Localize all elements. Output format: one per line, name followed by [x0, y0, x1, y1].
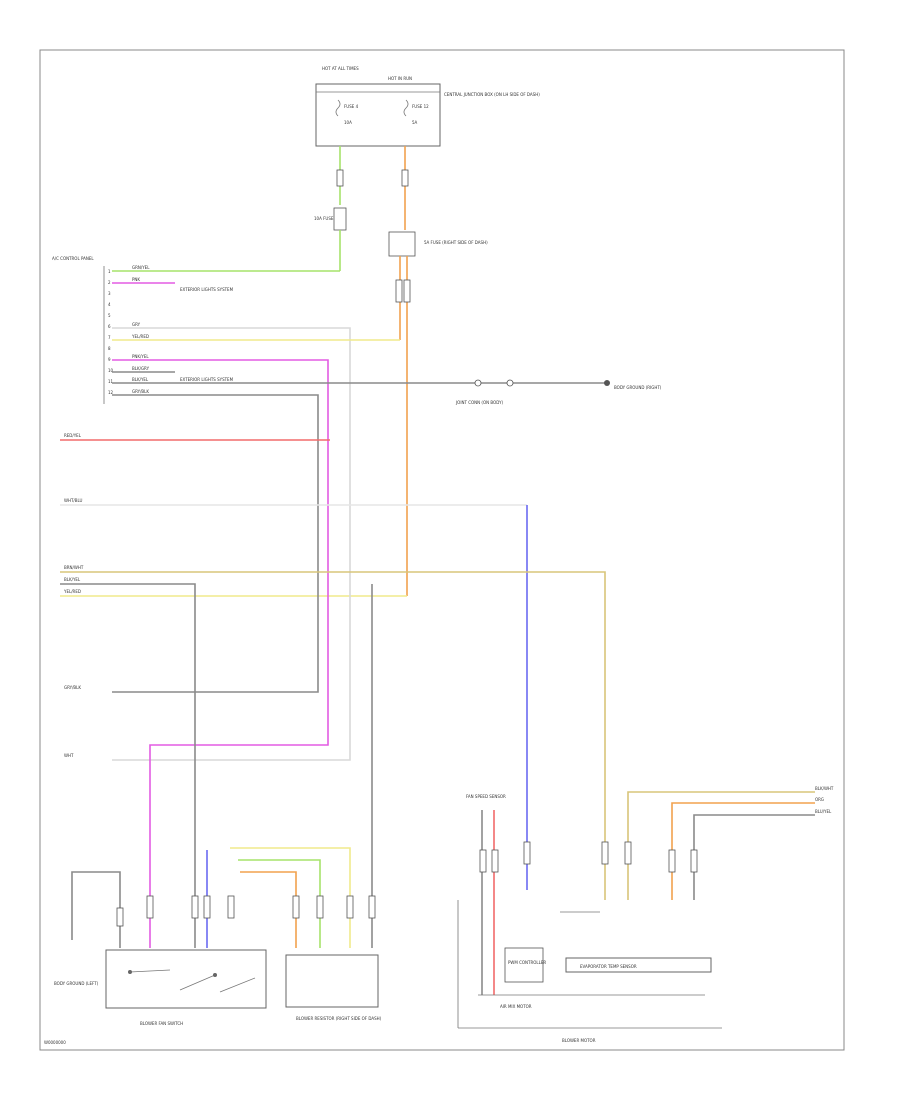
svg-text:6: 6 [108, 324, 111, 329]
wire-blk-wht-label: BLK/WHT [815, 786, 834, 791]
wire-tan [60, 571, 606, 900]
wire-orange-switch [240, 871, 297, 948]
wire-blk-yel2-label: BLK/YEL [64, 577, 81, 582]
exterior-lights-2: EXTERIOR LIGHTS SYSTEM [180, 377, 234, 382]
footer-code: W0000000 [44, 1040, 66, 1045]
fuse-10a-box [333, 207, 347, 231]
wire-yellow-switch [230, 847, 351, 948]
wire-org-label: ORG [815, 797, 824, 802]
svg-text:8: 8 [108, 346, 111, 351]
wire-green-switch [238, 859, 321, 948]
fuse-left-amp: 10A [344, 120, 352, 125]
evap-temp-label: EVAPORATOR TEMP SENSOR [580, 964, 637, 969]
fuse-left-label: FUSE 4 [344, 104, 359, 109]
wire-magenta [112, 359, 329, 948]
joint-connector-2 [506, 379, 514, 387]
wire-gray-light [112, 327, 351, 761]
wire-green-label: GRN/YEL [132, 265, 150, 270]
fuse-5a-box [388, 231, 416, 257]
svg-text:1: 1 [108, 269, 111, 274]
wire-blk-yel-label: BLK/YEL [132, 377, 149, 382]
fuse-right-label: FUSE 12 [412, 104, 429, 109]
svg-text:7: 7 [108, 335, 111, 340]
wire-green: 10A FUSE GRN/YEL [112, 146, 347, 272]
wire-red-label: RED/YEL [64, 433, 82, 438]
wire-gray-right [693, 814, 815, 900]
wire-yel-red-label: YEL/RED [131, 334, 149, 339]
svg-text:11: 11 [108, 379, 114, 384]
blower-motor-group-label: BLOWER MOTOR [562, 1038, 596, 1043]
fuse-5a-label: 5A FUSE (RIGHT SIDE OF DASH) [424, 240, 488, 245]
wire-gray-vert [60, 583, 196, 948]
ac-control-panel-label: A/C CONTROL PANEL [52, 256, 94, 261]
svg-text:4: 4 [108, 302, 111, 307]
wire-pnk-yel-label: PNK/YEL [132, 354, 149, 359]
blower-resistor-label: BLOWER RESISTOR (RIGHT SIDE OF DASH) [296, 1016, 382, 1021]
exterior-lights-1: EXTERIOR LIGHTS SYSTEM [180, 287, 234, 292]
joint-connector-1 [474, 379, 482, 387]
svg-text:9: 9 [108, 357, 111, 362]
wire-pink-label: PNK [132, 277, 140, 282]
body-ground-right-label: BODY GROUND (RIGHT) [614, 385, 662, 390]
wire-tan-right [627, 791, 815, 900]
svg-text:2: 2 [108, 280, 111, 285]
wire-wht-blu-label: WHT/BLU [64, 498, 83, 503]
svg-text:5: 5 [108, 313, 111, 318]
ac-control-panel: A/C CONTROL PANEL 1 2 3 4 5 6 7 8 9 10 1… [52, 256, 114, 404]
wire-gray-pin12 [112, 394, 319, 693]
wire-yel-red2-label: YEL/RED [63, 589, 81, 594]
blower-resistor: BLOWER RESISTOR (RIGHT SIDE OF DASH) [285, 954, 382, 1021]
left-ground: BODY GROUND (LEFT) [54, 871, 121, 986]
joint-connector-label: JOINT CONN (ON BODY) [455, 400, 504, 405]
connector-marks [116, 169, 698, 927]
fuse-box: HOT AT ALL TIMES HOT IN RUN FUSE 4 10A F… [315, 66, 540, 147]
svg-text:3: 3 [108, 291, 111, 296]
hot-in-run-label: HOT IN RUN [388, 76, 412, 81]
wire-blk-gry-label: BLK/GRY [132, 366, 150, 371]
fan-speed-sensor-group: FAN SPEED SENSOR PWM CONTROLLER EVAPORAT… [457, 794, 722, 1043]
fuse-10a-label: 10A FUSE [314, 216, 334, 221]
fuse-right-amp: 5A [412, 120, 418, 125]
wire-blu-yel-label: BLU/YEL [815, 809, 832, 814]
svg-text:12: 12 [108, 390, 114, 395]
air-mix-label: AIR MIX MOTOR [500, 1004, 532, 1009]
diagram-frame [39, 49, 845, 1051]
wire-orange: 5A FUSE (RIGHT SIDE OF DASH) [112, 146, 488, 597]
fan-speed-sensor-label: FAN SPEED SENSOR [466, 794, 506, 799]
ground-dot-right [604, 380, 610, 386]
wire-gry-blk2-label: GRY/BLK [64, 685, 81, 690]
wire-gry-blk-label: GRY/BLK [132, 389, 149, 394]
fuse-box-caption: CENTRAL JUNCTION BOX (ON LH SIDE OF DASH… [444, 92, 540, 97]
blower-fan-switch: BLOWER FAN SWITCH [105, 949, 267, 1026]
wire-gray-label: GRY [132, 322, 141, 327]
blower-fan-switch-label: BLOWER FAN SWITCH [140, 1021, 183, 1026]
body-ground-left-label: BODY GROUND (LEFT) [54, 981, 99, 986]
svg-text:10: 10 [108, 368, 114, 373]
wire-brn-wht-label: BRN/WHT [64, 565, 84, 570]
pwm-controller-label: PWM CONTROLLER [508, 960, 546, 965]
hot-at-all-times-label: HOT AT ALL TIMES [322, 66, 359, 71]
wire-wht-label: WHT [64, 753, 74, 758]
